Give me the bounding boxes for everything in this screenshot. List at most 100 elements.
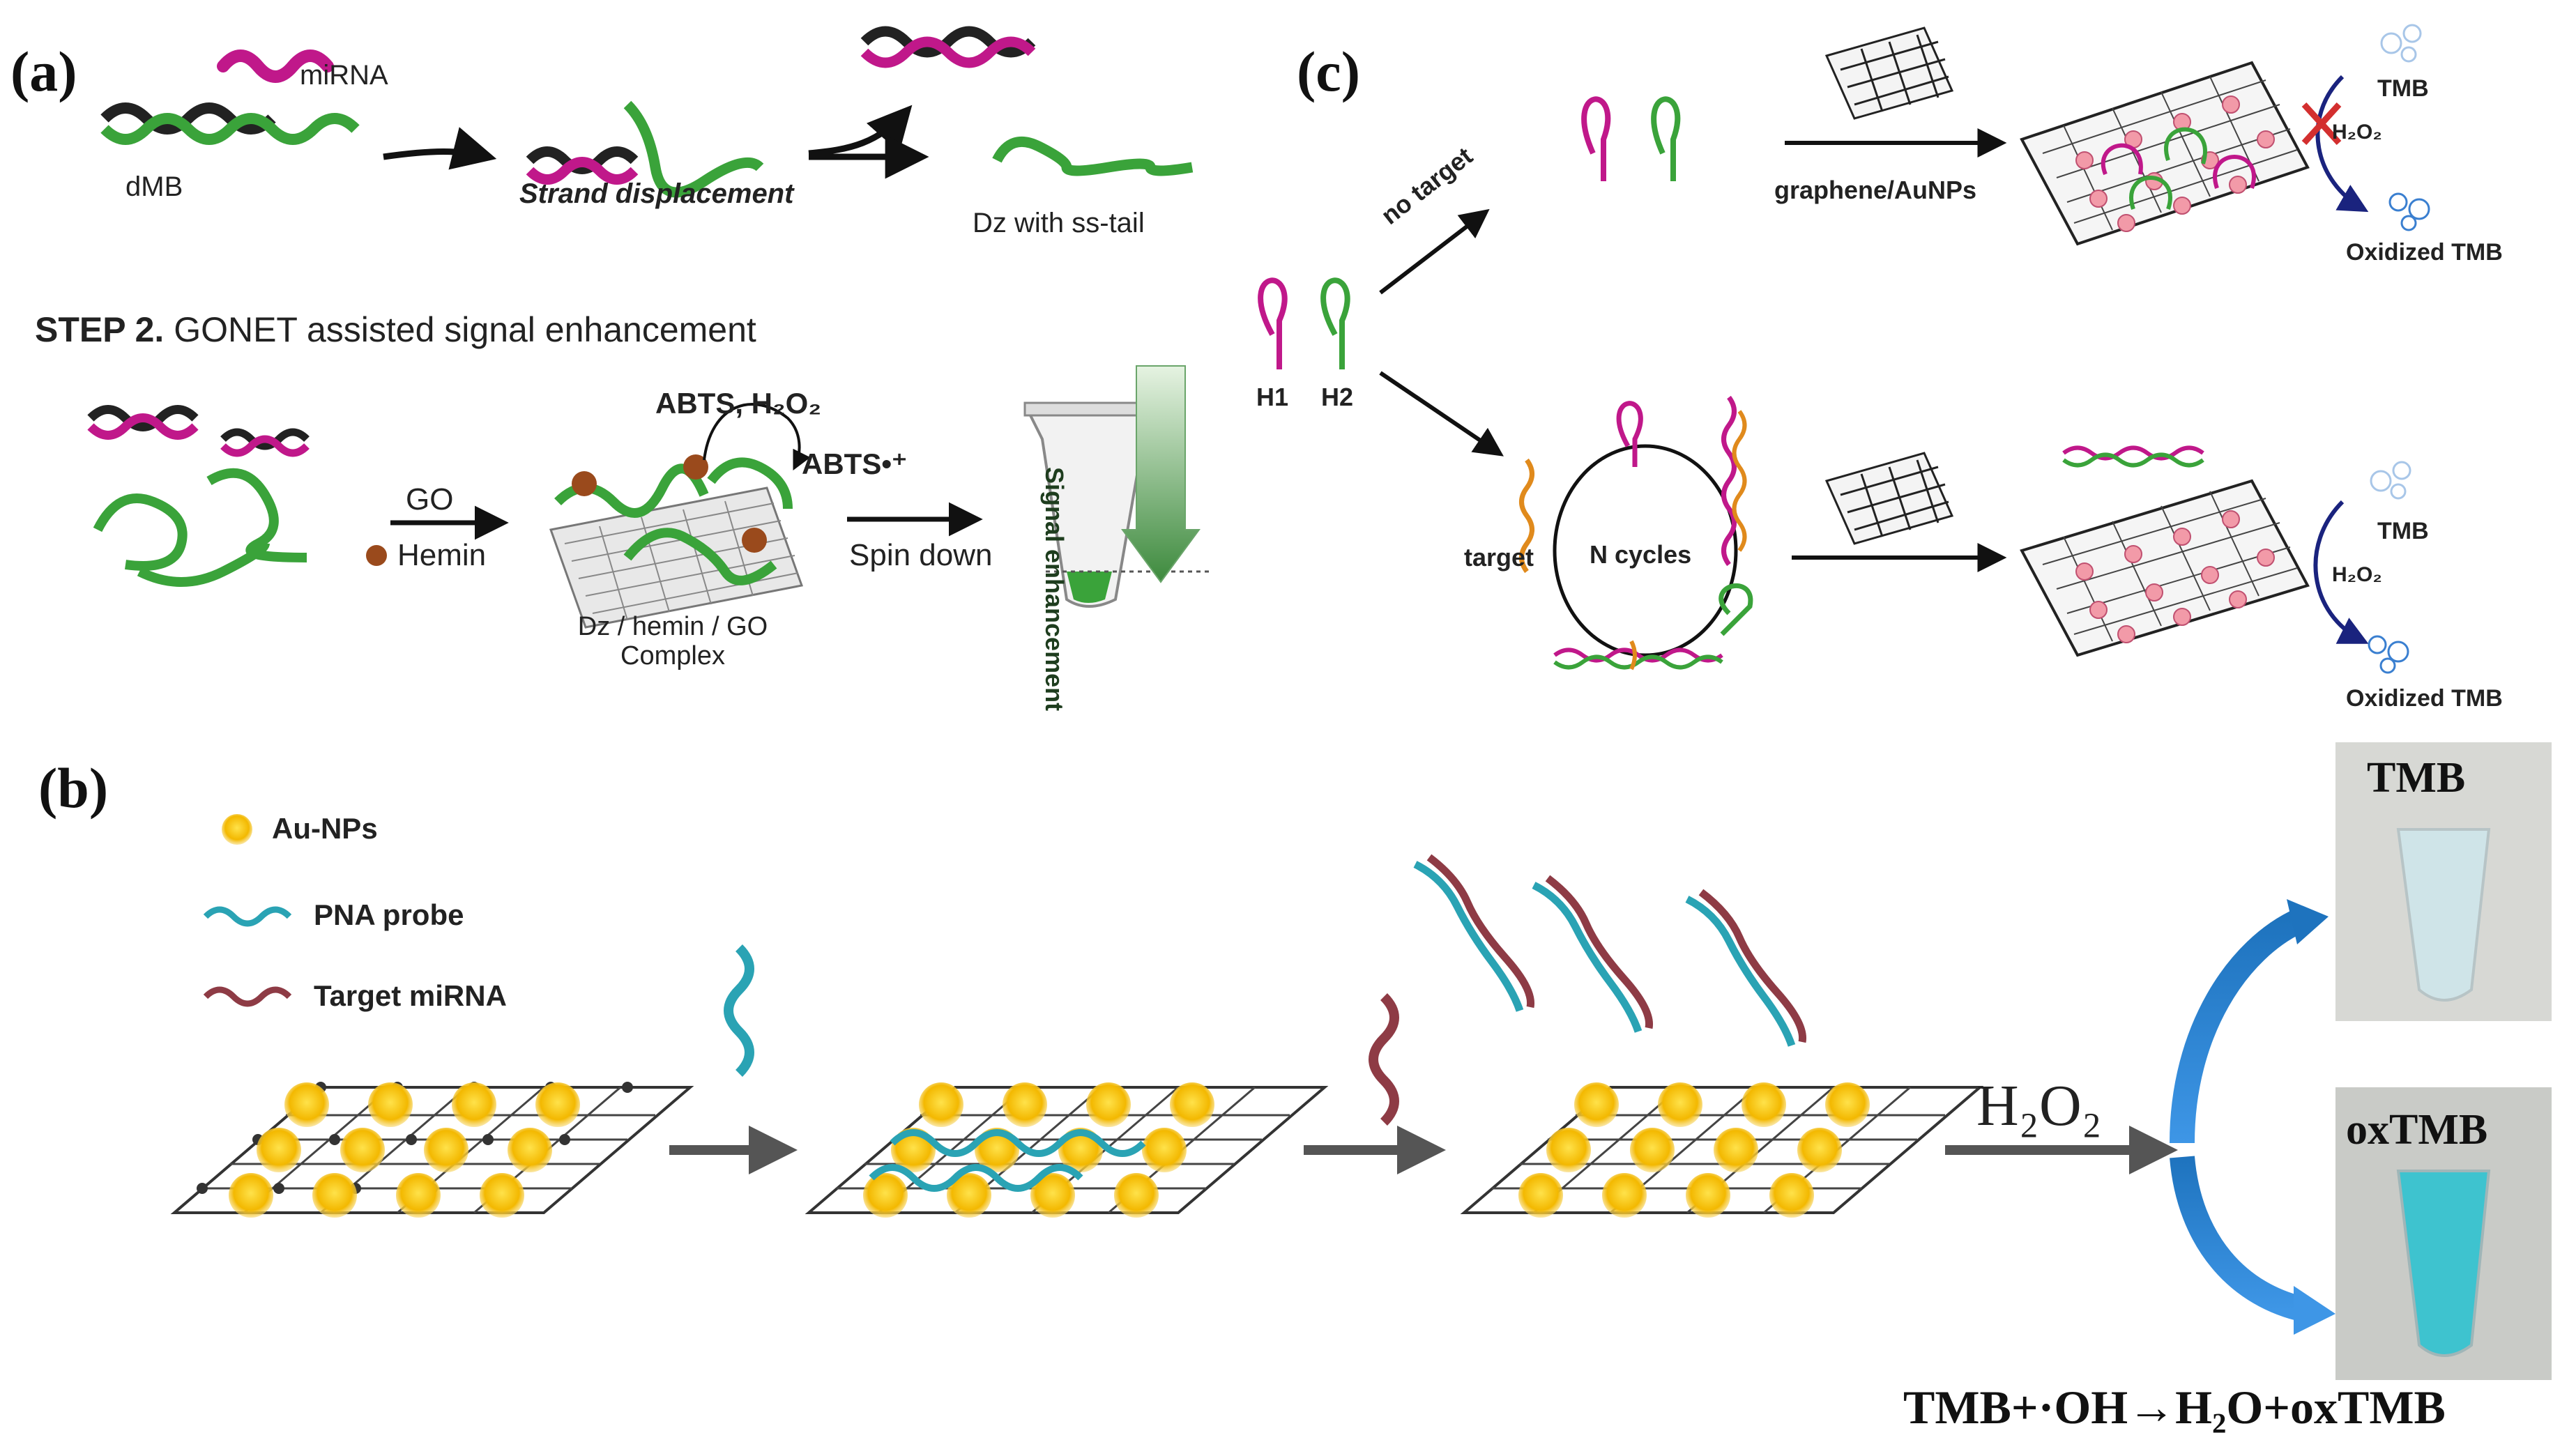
mix-duplex-2 xyxy=(220,428,310,450)
legend-target-icon xyxy=(203,986,292,1007)
go-sheet xyxy=(549,486,804,629)
oxidized-top-label: Oxidized TMB xyxy=(2346,239,2503,266)
panel-label-a: (a) xyxy=(10,40,77,103)
sheet-1 xyxy=(170,1082,694,1218)
released-duplex-magenta xyxy=(860,36,1036,68)
dz-strand xyxy=(992,136,1194,176)
big-graphene-bottom xyxy=(2020,479,2310,657)
cycle-duplex-right-o xyxy=(1732,410,1747,552)
step2-text: GONET assisted signal enhancement xyxy=(174,310,756,349)
complex-hemin-1 xyxy=(572,471,597,496)
spin-tube xyxy=(1026,410,1156,608)
blue-arrow-down xyxy=(2170,1156,2310,1323)
complex-dz-3 xyxy=(707,457,793,509)
mirna-label: miRNA xyxy=(300,60,388,91)
cycle-hairpin-h2 xyxy=(1718,583,1753,636)
panel-c-graphics xyxy=(1258,24,2430,674)
signal-arrow xyxy=(1121,365,1201,583)
released-duplex-1a xyxy=(1413,861,1524,1012)
tmb-top-label: TMB xyxy=(2377,75,2429,102)
mix-duplex-1b xyxy=(87,413,199,440)
legend-pna-label: PNA probe xyxy=(314,898,464,931)
mix-dz-1 xyxy=(93,493,188,571)
dmb-label: dMB xyxy=(125,171,183,202)
mix-dz-3 xyxy=(137,542,270,587)
hairpin-h2 xyxy=(1320,277,1350,369)
hairpin-h1 xyxy=(1258,277,1288,369)
tmb-crystals-top xyxy=(2380,24,2422,63)
arc-bottom xyxy=(2313,500,2369,644)
dz-tail-label: Dz with ss-tail xyxy=(973,208,1145,238)
free-duplex-b xyxy=(2062,452,2204,468)
h2o2-bottom-label: H₂O₂ xyxy=(2332,563,2382,586)
arrow-a1 xyxy=(383,127,497,170)
free-target-mirna xyxy=(1369,993,1399,1126)
hemin-label: Hemin xyxy=(397,538,487,572)
tmb-crystals-bottom xyxy=(2370,461,2411,500)
released-duplex-2b xyxy=(1545,875,1654,1029)
go-label: GO xyxy=(406,482,454,516)
cycle-target-release xyxy=(1629,640,1637,670)
complex-dz-2 xyxy=(623,528,777,585)
released-duplex-3a xyxy=(1685,896,1796,1047)
blue-arrow-down-head xyxy=(2294,1286,2335,1335)
tmb-bottom-label: TMB xyxy=(2377,518,2429,544)
arc-top xyxy=(2315,75,2369,213)
photo-oxtmb-label: oxTMB xyxy=(2346,1106,2488,1154)
graphene-aunps-label: graphene/AuNPs xyxy=(1774,176,1977,204)
legend-target-label: Target miRNA xyxy=(314,979,507,1012)
panel-label-c: (c) xyxy=(1297,40,1361,103)
displacement-magenta xyxy=(526,157,639,185)
sheet-2 xyxy=(805,1082,1329,1218)
released-duplex-2a xyxy=(1532,882,1643,1033)
mix-dz-2 xyxy=(206,468,307,562)
mix-duplex-1 xyxy=(87,405,199,431)
hemin-legend-dot xyxy=(366,545,387,566)
blue-arrow-up-head xyxy=(2287,899,2329,944)
panel-a-graphics xyxy=(87,26,1213,629)
go-sheet-lattice xyxy=(564,500,799,621)
arrow-with-target xyxy=(1379,371,1504,457)
reaction-equation: TMB+·OH→H₂O+oxTMB xyxy=(1903,1381,2446,1434)
released-duplex-3b xyxy=(1698,889,1807,1043)
photo-tmb-label: TMB xyxy=(2367,754,2466,802)
abts-h2o2-label: ABTS, H₂O₂ xyxy=(655,387,821,420)
target-label: target xyxy=(1464,543,1534,572)
mix-duplex-2b xyxy=(220,435,310,457)
red-cross-2 xyxy=(2301,102,2342,146)
displacement-black xyxy=(526,146,639,174)
dmb-strand-green xyxy=(100,113,360,145)
abts-radical-label: ABTS•⁺ xyxy=(802,447,908,480)
big-graphene-top xyxy=(2020,61,2310,246)
photo-tmb-tube xyxy=(2396,828,2491,1002)
small-graphene-bottom xyxy=(1824,452,1954,545)
arrow-no-target xyxy=(1379,208,1490,295)
cycle-hairpin-h1 xyxy=(1616,401,1643,467)
step2-heading: STEP 2. GONET assisted signal enhancemen… xyxy=(35,312,756,347)
h2o2-b-label: H₂O₂ xyxy=(1976,1073,2102,1138)
displacement-green xyxy=(623,100,764,198)
blue-arrow-up xyxy=(2170,908,2306,1144)
abts-curve-arrow xyxy=(703,403,811,471)
signal-enhancement-label: Signal enhancement xyxy=(1040,467,1069,712)
complex-label-2: Complex xyxy=(620,641,725,670)
free-pna-probe xyxy=(724,944,754,1077)
complex-label-1: Dz / hemin / GO xyxy=(577,612,768,641)
cycle-duplex-bottom-2 xyxy=(1553,654,1723,670)
spin-down-label: Spin down xyxy=(849,538,993,572)
panel-b-graphics xyxy=(170,742,2552,1380)
cycle-ellipse xyxy=(1553,444,1738,657)
oxidized-crystals-top xyxy=(2388,192,2430,231)
step2-prefix: STEP 2. xyxy=(35,310,165,349)
n-cycles-label: N cycles xyxy=(1590,540,1692,569)
hairpin-h1-top xyxy=(1581,96,1611,181)
tube-pellet xyxy=(1067,572,1112,603)
h2-label: H2 xyxy=(1321,383,1354,411)
oxidized-bottom-label: Oxidized TMB xyxy=(2346,685,2503,712)
legend-aunps-label: Au-NPs xyxy=(272,812,378,845)
h2o2-top-label: H₂O₂ xyxy=(2332,121,2382,144)
mirna-strand xyxy=(217,49,334,83)
photo-oxtmb-tube xyxy=(2396,1170,2491,1357)
